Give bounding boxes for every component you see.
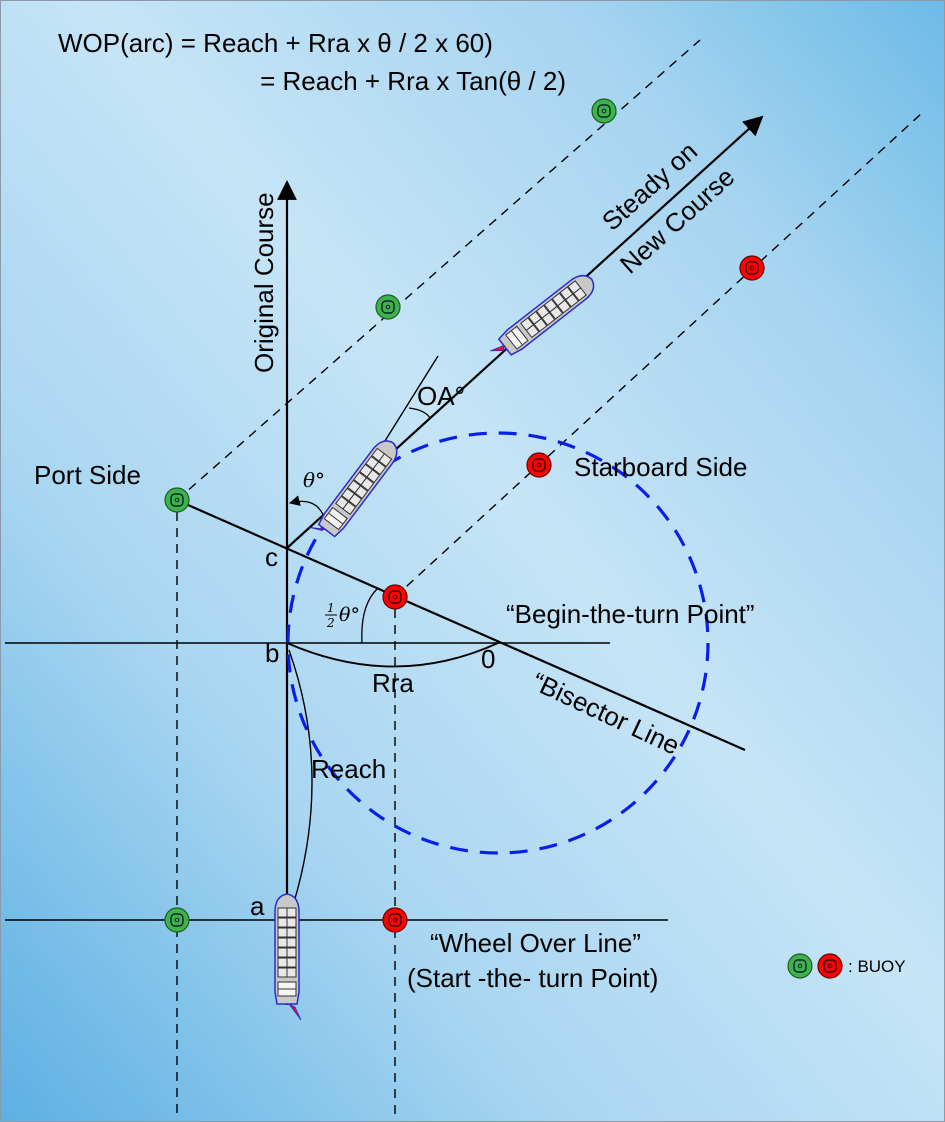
red-buoy-top — [739, 255, 765, 281]
oa-arc — [408, 407, 431, 419]
begin-turn-label: “Begin-the-turn Point” — [506, 599, 755, 629]
legend-red-buoy-icon — [817, 953, 843, 979]
half-theta-symbol: θ° — [339, 604, 360, 626]
wheel-over-label-line-2: (Start -the- turn Point) — [407, 963, 658, 993]
starboard-parallel-dashed-line — [394, 112, 923, 598]
starboard-side-label: Starboard Side — [574, 452, 747, 482]
green-buoy-port — [164, 487, 190, 513]
green-buoy-top — [591, 98, 617, 124]
reach-arc — [288, 649, 313, 919]
formula-line-1: WOP(arc) = Reach + Rra x θ / 2 x 60) — [58, 28, 493, 58]
point-o-label: 0 — [481, 644, 495, 674]
half-theta-denominator: 2 — [326, 616, 335, 630]
point-c-label: c — [265, 542, 278, 572]
ship-turning — [309, 434, 404, 539]
formula-line-2: = Reach + Rra x Tan(θ / 2) — [260, 66, 566, 96]
wheel-over-label-line-1: “Wheel Over Line” — [430, 928, 641, 958]
ship-steady — [490, 269, 600, 358]
rra-label: Rra — [372, 668, 414, 698]
bisector-line — [187, 503, 746, 752]
red-buoy-starboard — [526, 452, 552, 478]
legend-green-buoy-icon — [787, 953, 813, 979]
turning-circle — [286, 431, 710, 855]
red-buoy-bisector — [382, 584, 408, 610]
oa-label: OA° — [417, 381, 465, 411]
original-course-label: Original Course — [249, 192, 279, 373]
legend-buoy-label: : BUOY — [848, 957, 906, 976]
half-theta-label: 1 2 θ° — [325, 601, 360, 630]
rra-arc — [286, 642, 499, 668]
point-b-label: b — [265, 638, 279, 668]
ship-at-wheel-over — [274, 893, 302, 1021]
half-theta-arc — [361, 587, 379, 644]
theta-label: θ° — [303, 468, 325, 492]
buoy-legend: : BUOY — [787, 953, 906, 979]
reach-label: Reach — [311, 754, 386, 784]
green-buoy-wheel-over — [164, 907, 190, 933]
red-buoy-wheel-over — [382, 907, 408, 933]
port-side-label: Port Side — [34, 460, 141, 490]
half-theta-numerator: 1 — [327, 601, 335, 615]
green-buoy-mid — [375, 294, 401, 320]
point-a-label: a — [250, 891, 265, 921]
